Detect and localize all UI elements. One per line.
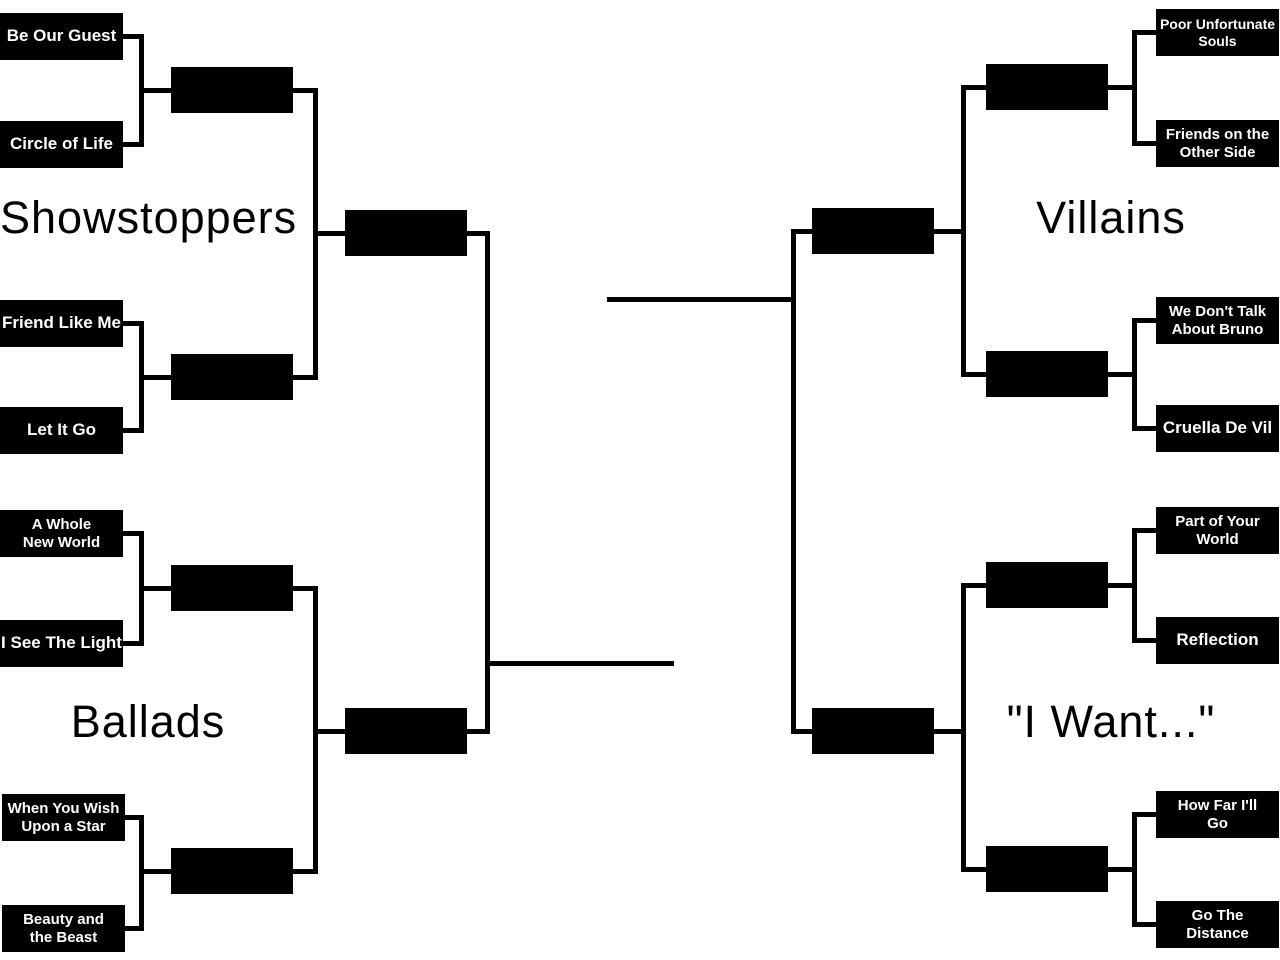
round2-slot-i-want-1 [986, 562, 1108, 608]
connector-line [139, 869, 171, 874]
connector-line [123, 641, 144, 646]
connector-line [1132, 318, 1156, 323]
region-label-villains: Villains [1036, 192, 1186, 243]
song-box-we-dont-talk-about-bruno: We Don't Talk About Bruno [1156, 297, 1279, 344]
semifinal-slot-right-bottom [812, 708, 934, 754]
connector-line [1132, 426, 1156, 431]
connector-line [293, 869, 318, 874]
song-box-how-far-ill-go: How Far I'll Go [1156, 791, 1279, 838]
song-box-circle-of-life: Circle of Life [0, 121, 123, 168]
connector-line [791, 229, 812, 234]
song-box-a-whole-new-world: A Whole New World [0, 510, 123, 557]
connector-line [293, 375, 318, 380]
song-box-friend-like-me: Friend Like Me [0, 300, 123, 347]
song-box-reflection: Reflection [1156, 617, 1279, 664]
region-label-showstoppers: Showstoppers [0, 192, 298, 243]
connector-line [1108, 583, 1137, 588]
final-line-left [485, 661, 674, 666]
round2-slot-villains-1 [986, 64, 1108, 110]
connector-line [791, 729, 812, 734]
region-label-i-want: "I Want..." [1006, 696, 1216, 747]
round2-slot-showstoppers-2 [171, 354, 293, 400]
semifinal-slot-right-top [812, 208, 934, 254]
song-box-part-of-your-world: Part of Your World [1156, 507, 1279, 554]
connector-line [467, 231, 490, 236]
semifinal-slot-left-top [345, 210, 467, 256]
connector-line [961, 583, 966, 872]
semifinal-slot-left-bottom [345, 708, 467, 754]
connector-line [313, 231, 345, 236]
connector-line [1132, 638, 1156, 643]
song-box-be-our-guest: Be Our Guest [0, 13, 123, 60]
connector-line [139, 375, 171, 380]
connector-line [123, 321, 144, 326]
connector-line [791, 229, 796, 734]
connector-line [1132, 528, 1156, 533]
connector-line [961, 85, 986, 90]
connector-line [1132, 141, 1156, 146]
final-line-right [607, 297, 796, 302]
song-box-beauty-and-the-beast: Beauty and the Beast [2, 905, 125, 952]
connector-line [125, 926, 144, 931]
connector-line [961, 372, 986, 377]
connector-line [1132, 812, 1156, 817]
connector-line [123, 142, 144, 147]
connector-line [1132, 922, 1156, 927]
region-label-ballads: Ballads [70, 696, 226, 747]
connector-line [123, 531, 144, 536]
connector-line [934, 729, 966, 734]
round2-slot-i-want-2 [986, 846, 1108, 892]
song-box-let-it-go: Let It Go [0, 407, 123, 454]
connector-line [125, 815, 144, 820]
song-box-friends-on-the-other-side: Friends on the Other Side [1156, 120, 1279, 167]
connector-line [123, 428, 144, 433]
connector-line [1108, 372, 1137, 377]
connector-line [485, 231, 490, 734]
connector-line [293, 88, 318, 93]
connector-line [1108, 85, 1137, 90]
connector-line [139, 586, 171, 591]
round2-slot-showstoppers-1 [171, 67, 293, 113]
connector-line [1108, 867, 1137, 872]
connector-line [467, 729, 490, 734]
connector-line [123, 34, 144, 39]
round2-slot-ballads-2 [171, 848, 293, 894]
connector-line [139, 88, 171, 93]
song-box-cruella-de-vil: Cruella De Vil [1156, 405, 1279, 452]
round2-slot-villains-2 [986, 351, 1108, 397]
connector-line [293, 586, 318, 591]
song-box-when-you-wish-upon-a-star: When You Wish Upon a Star [2, 794, 125, 841]
connector-line [961, 583, 986, 588]
connector-line [313, 729, 345, 734]
song-box-poor-unfortunate-souls: Poor Unfortunate Souls [1156, 9, 1279, 56]
connector-line [934, 229, 966, 234]
connector-line [1132, 30, 1156, 35]
song-box-go-the-distance: Go The Distance [1156, 901, 1279, 948]
song-box-i-see-the-light: I See The Light [0, 620, 123, 667]
connector-line [961, 867, 986, 872]
round2-slot-ballads-1 [171, 565, 293, 611]
